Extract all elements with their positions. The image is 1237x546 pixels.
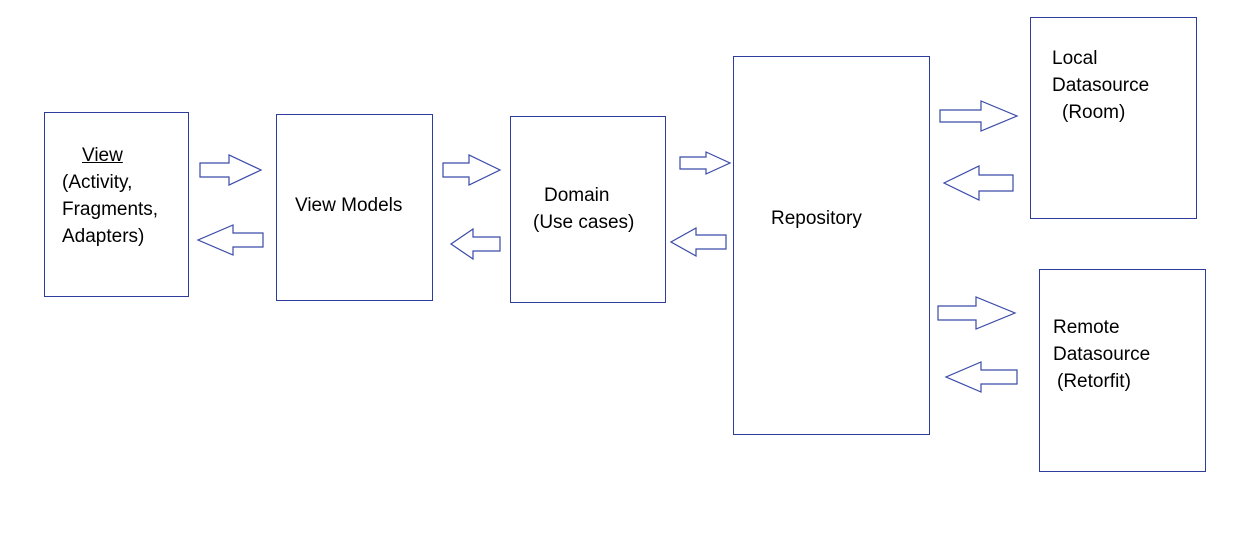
view-line-fragments: Fragments, bbox=[62, 199, 159, 220]
arrow-viewmodels-to-domain bbox=[442, 154, 502, 186]
domain-subtitle: (Use cases) bbox=[533, 212, 635, 233]
remote-datasource-box bbox=[1039, 269, 1206, 472]
arrow-domain-to-viewmodels bbox=[449, 227, 501, 261]
remote-datasource-line1: Remote bbox=[1053, 317, 1120, 338]
remote-datasource-line3: (Retorfit) bbox=[1057, 371, 1131, 392]
local-datasource-box bbox=[1030, 17, 1197, 219]
remote-datasource-line2: Datasource bbox=[1053, 344, 1151, 365]
arrow-repository-to-domain bbox=[669, 226, 727, 258]
repository-title: Repository bbox=[771, 208, 862, 229]
arrow-repository-to-local bbox=[939, 100, 1019, 132]
local-datasource-line1: Local bbox=[1052, 48, 1098, 69]
local-datasource-line3: (Room) bbox=[1062, 102, 1126, 123]
arrow-remote-to-repository bbox=[944, 361, 1018, 393]
arrow-view-to-viewmodels bbox=[199, 154, 263, 186]
view-models-title: View Models bbox=[295, 195, 403, 216]
repository-box bbox=[733, 56, 930, 435]
view-line-adapters: Adapters) bbox=[62, 226, 145, 247]
view-line-activity: (Activity, bbox=[62, 172, 133, 193]
arrow-repository-to-remote bbox=[937, 296, 1017, 330]
arrow-local-to-repository bbox=[942, 165, 1014, 201]
view-box bbox=[44, 112, 189, 297]
domain-title: Domain bbox=[544, 185, 610, 206]
arrow-domain-to-repository bbox=[679, 151, 732, 175]
view-title: View bbox=[82, 145, 123, 166]
view-models-box bbox=[276, 114, 433, 301]
domain-box bbox=[510, 116, 666, 303]
arrow-viewmodels-to-view bbox=[196, 224, 264, 256]
local-datasource-line2: Datasource bbox=[1052, 75, 1150, 96]
